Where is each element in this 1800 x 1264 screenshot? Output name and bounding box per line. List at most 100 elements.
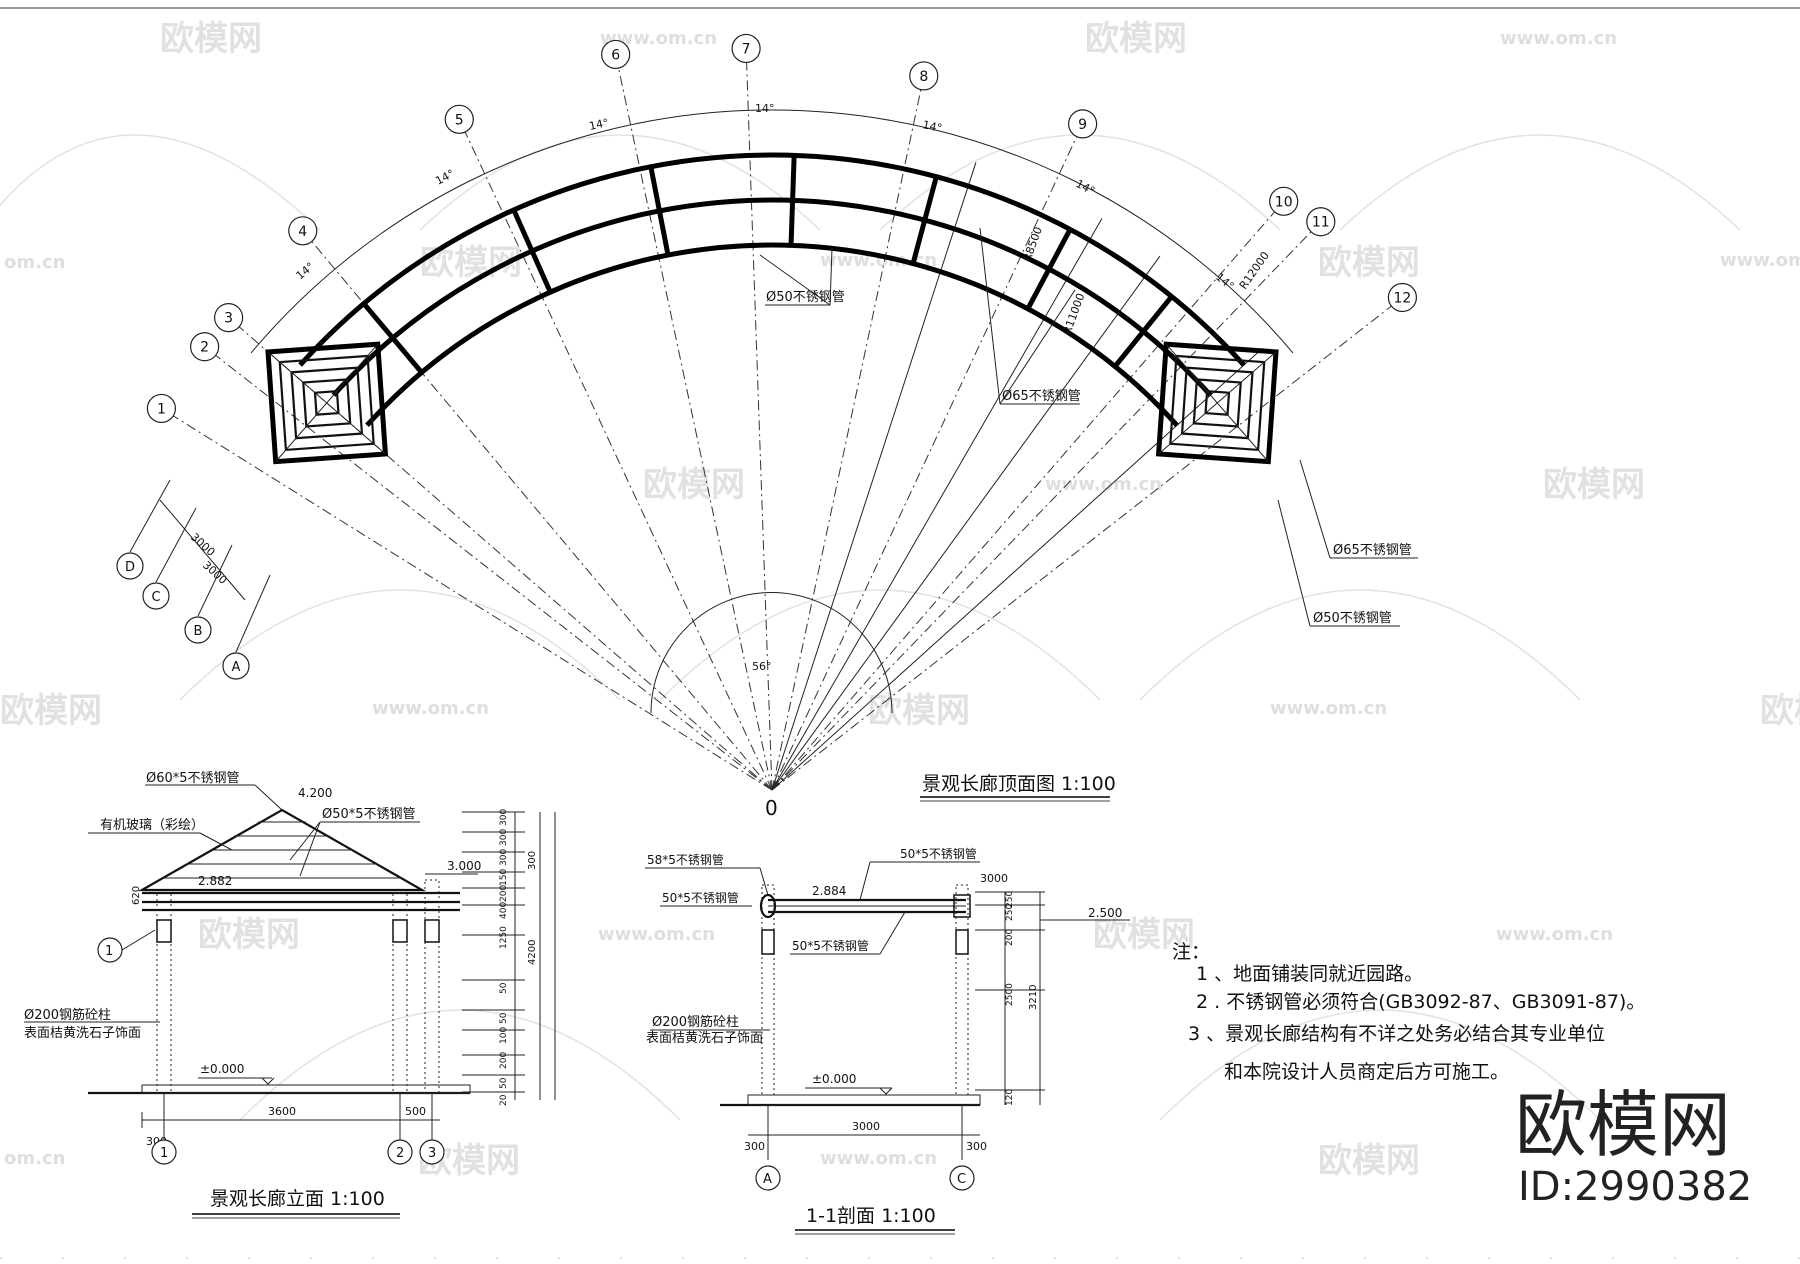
section-title: 1-1剖面 1:100 bbox=[806, 1205, 936, 1227]
plan-arc-members bbox=[250, 109, 1294, 427]
section-vdim-label: 250 bbox=[1005, 904, 1015, 921]
leader-line bbox=[759, 867, 769, 896]
plan-title: 景观长廊顶面图 1:100 bbox=[922, 773, 1116, 795]
watermark-url: www.om.cn bbox=[1500, 28, 1617, 49]
axis-bubble bbox=[146, 393, 177, 424]
pipe-50-label: Ø50不锈钢管 bbox=[766, 290, 845, 305]
elev-span-main: 3600 bbox=[268, 1105, 296, 1118]
column-3 bbox=[424, 879, 440, 1094]
cross-beam bbox=[1025, 228, 1073, 310]
segment-angle-label: 14° bbox=[921, 118, 943, 135]
elev-section-bubble-label: 1 bbox=[105, 944, 113, 959]
plan-radial-axes bbox=[173, 62, 1392, 791]
elev-vdim-label: 50 bbox=[499, 1012, 509, 1024]
watermark-layer: 欧模网 www.om.cn 欧模网 www.om.cn om.cn 欧模网 ww… bbox=[0, 19, 1800, 1181]
center-point-label: 0 bbox=[765, 796, 778, 820]
elev-side-dim: 620 bbox=[131, 886, 142, 905]
letter-axis-bubble bbox=[142, 582, 170, 610]
watermark-arc bbox=[179, 589, 621, 701]
angle-total-label: 56° bbox=[752, 660, 772, 673]
watermark-arc bbox=[419, 134, 821, 231]
elev-vdim-label: 50 bbox=[499, 982, 509, 994]
letter-axis-line bbox=[197, 544, 233, 617]
elev-glass-label: 有机玻璃（彩绘） bbox=[100, 818, 204, 833]
radial-axis-line bbox=[215, 354, 773, 791]
watermark-url: www.om.cn bbox=[820, 1148, 937, 1169]
corner-pavilion bbox=[1155, 341, 1279, 465]
column-cap bbox=[761, 929, 775, 955]
segment-angle-label: 14° bbox=[755, 102, 775, 115]
level-marker bbox=[879, 1087, 893, 1095]
letter-axis-label: D bbox=[125, 560, 135, 575]
ground-slab bbox=[747, 1094, 981, 1106]
elev-top-pipe-label: Ø60*5不锈钢管 bbox=[146, 771, 240, 786]
axis-bubble-label: 11 bbox=[1312, 215, 1330, 231]
column-cap bbox=[424, 919, 440, 943]
watermark-url: www.om.cn bbox=[1045, 474, 1162, 495]
pavilion-ring bbox=[278, 354, 375, 452]
axis-bubble bbox=[444, 104, 474, 134]
letter-axis-line bbox=[235, 574, 271, 653]
elev-level-side: 3.000 bbox=[447, 859, 481, 873]
axis-bubble bbox=[909, 61, 939, 91]
letter-axis-label: B bbox=[194, 624, 203, 639]
elev-vdim-label: 200 bbox=[499, 885, 509, 902]
section-view: 58*5不锈钢管 50*5不锈钢管 50*5不锈钢管 50*5不锈钢管 2.88… bbox=[645, 846, 1130, 1235]
pipe-65-label: Ø65不锈钢管 bbox=[1002, 389, 1081, 404]
watermark-brand: 欧模网 bbox=[643, 465, 745, 505]
radial-axis-line bbox=[771, 136, 1078, 791]
section-vdim-label: 120 bbox=[1005, 1089, 1015, 1106]
section-column-c bbox=[955, 884, 969, 1096]
note-item: 1 、地面铺装同就近园路。 bbox=[1196, 963, 1423, 985]
elev-vdim-label: 20 bbox=[499, 1094, 509, 1106]
ground-slab bbox=[141, 1084, 471, 1094]
watermark-url: www.om.cn bbox=[1496, 924, 1613, 945]
section-level-ground: ±0.000 bbox=[812, 1072, 856, 1086]
middle-arc-member bbox=[331, 197, 1213, 397]
pavilion-ring bbox=[1180, 366, 1254, 440]
axis-bubble-label: 5 bbox=[455, 112, 464, 128]
section-axis-bubble-c bbox=[949, 1165, 975, 1191]
elev-level-mid: 2.882 bbox=[198, 874, 232, 888]
axis-bubble bbox=[288, 216, 318, 246]
cross-beam bbox=[1113, 294, 1174, 369]
watermark-brand-fragment: 欧模网 bbox=[1760, 691, 1800, 731]
section-edge-right: 300 bbox=[966, 1140, 987, 1153]
elev-vdim-label: 100 bbox=[499, 1027, 509, 1044]
elev-axis-2: 2 bbox=[396, 1146, 404, 1161]
column-cap bbox=[156, 919, 172, 943]
watermark-arc bbox=[1159, 1009, 1601, 1121]
elev-span-side: 500 bbox=[405, 1105, 426, 1118]
letter-axis-bubble bbox=[116, 552, 144, 580]
section-pipe-d-label: 50*5不锈钢管 bbox=[792, 938, 869, 953]
section-vdim-label: 250 bbox=[1005, 891, 1015, 908]
section-level-side: 2.500 bbox=[1088, 906, 1122, 920]
watermark-url-fragment: om.cn bbox=[4, 252, 65, 273]
segment-angle-label: 14° bbox=[433, 167, 456, 188]
axis-bubble-label: 12 bbox=[1393, 290, 1411, 306]
watermark-arc bbox=[0, 134, 321, 231]
pipe-65-right-label: Ø65不锈钢管 bbox=[1333, 543, 1412, 558]
elev-axis-bubble-2 bbox=[387, 1139, 413, 1165]
pavilion-ring bbox=[1204, 390, 1231, 416]
leader-line bbox=[1277, 499, 1311, 627]
elev-rafter-pipe-label: Ø50*5不锈钢管 bbox=[322, 807, 416, 822]
note-item: 2 . 不锈钢管必须符合(GB3092-87、GB3091-87)。 bbox=[1196, 991, 1645, 1013]
leader-line bbox=[254, 784, 283, 811]
section-axis-c: C bbox=[957, 1172, 966, 1187]
radius-label: R11000 bbox=[1061, 292, 1088, 337]
guide-line bbox=[771, 218, 1103, 791]
cross-beam bbox=[648, 166, 671, 256]
elev-vdim-label: 300 bbox=[499, 809, 509, 826]
axis-bubble-label: 1 bbox=[157, 401, 166, 417]
section-span: 3000 bbox=[852, 1120, 880, 1133]
pavilion-ring bbox=[302, 378, 352, 428]
section-vtotal: 3210 bbox=[1028, 985, 1039, 1010]
watermark-arc bbox=[1339, 134, 1741, 231]
watermark-brand: 欧模网 bbox=[160, 19, 262, 59]
model-id: ID:2990382 bbox=[1518, 1164, 1752, 1210]
plan-corner-pavilions bbox=[265, 341, 1279, 465]
